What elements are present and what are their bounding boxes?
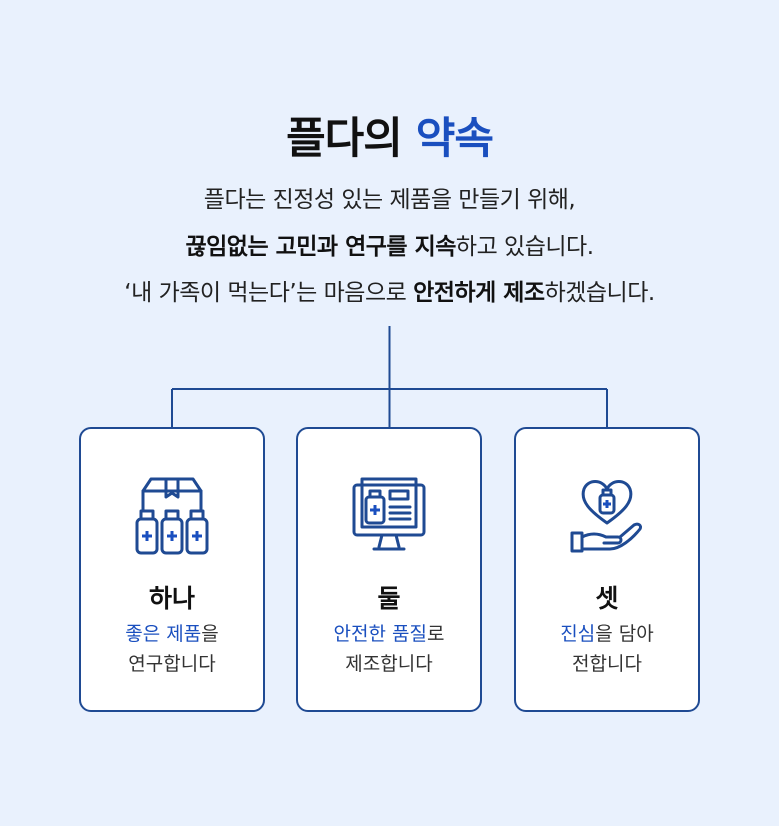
card-two-highlight: 안전한 품질 xyxy=(333,623,427,645)
card-two-desc-line1: 안전한 품질로 xyxy=(298,619,480,649)
intro-line-2-rest: 하고 있습니다. xyxy=(455,234,594,260)
promise-card-one: 하나 좋은 제품을 연구합니다 xyxy=(79,427,265,712)
card-three-description: 진심을 담아 전합니다 xyxy=(516,619,698,679)
medicine-box-icon xyxy=(135,477,209,555)
card-three-highlight: 진심 xyxy=(560,623,596,645)
card-three-title: 셋 xyxy=(595,584,619,613)
page-title: 플다의 약속 xyxy=(0,104,779,166)
card-three-desc-rest: 을 담아 xyxy=(595,623,654,645)
intro-line-3-start: ‘내 가족이 먹는다’는 마음으로 xyxy=(124,280,414,306)
card-two-title: 둘 xyxy=(377,584,401,613)
card-three-desc-line1: 진심을 담아 xyxy=(516,619,698,649)
intro-line-3-bold: 안전하게 제조 xyxy=(413,280,545,306)
card-one-desc-rest: 을 xyxy=(201,623,219,645)
card-two-description: 안전한 품질로 제조합니다 xyxy=(298,619,480,679)
promise-card-three: 셋 진심을 담아 전합니다 xyxy=(514,427,700,712)
card-two-desc-rest: 로 xyxy=(426,623,445,645)
heart-hand-icon xyxy=(570,480,642,553)
intro-line-3-rest: 하겠습니다. xyxy=(544,280,656,306)
card-one-description: 좋은 제품을 연구합니다 xyxy=(81,619,263,679)
intro-line-2-bold: 끊임없는 고민과 연구를 지속 xyxy=(185,234,456,260)
card-one-desc-line2: 연구합니다 xyxy=(128,653,216,675)
title-accent: 약속 xyxy=(415,114,494,164)
card-one-title: 하나 xyxy=(148,584,195,613)
intro-line-1: 플다는 진정성 있는 제품을 만들기 위해, xyxy=(203,187,576,213)
title-main: 플다의 xyxy=(286,114,403,164)
card-two-desc-line2: 제조합니다 xyxy=(345,653,433,675)
card-three-desc-line2: 전합니다 xyxy=(572,653,642,675)
monitor-document-icon xyxy=(352,477,426,551)
card-one-desc-line1: 좋은 제품을 xyxy=(81,619,263,649)
promise-card-two: 둘 안전한 품질로 제조합니다 xyxy=(296,427,482,712)
intro-line-2: 끊임없는 고민과 연구를 지속하고 있습니다. xyxy=(0,227,779,261)
intro-line-3: ‘내 가족이 먹는다’는 마음으로 안전하게 제조하겠습니다. xyxy=(0,273,779,307)
card-one-highlight: 좋은 제품 xyxy=(125,623,202,645)
